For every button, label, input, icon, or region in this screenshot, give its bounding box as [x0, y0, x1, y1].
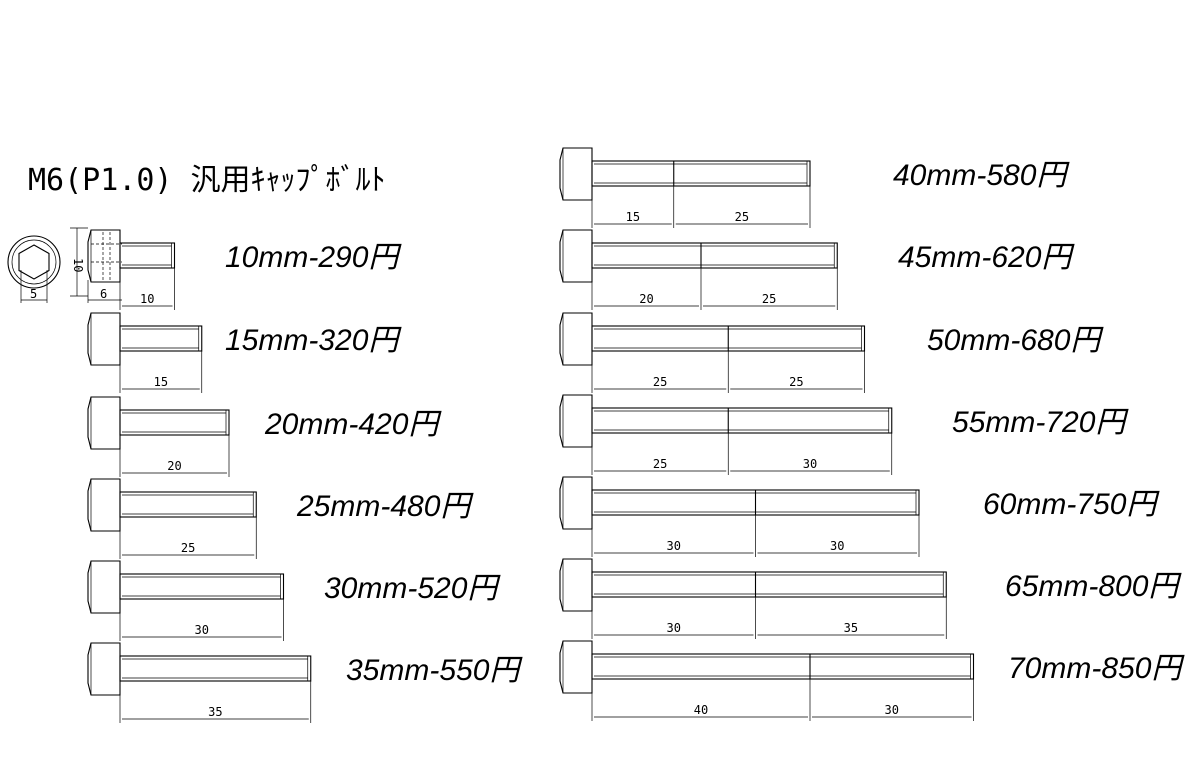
head-diameter-label: 10	[71, 258, 85, 272]
bolt-head	[87, 560, 121, 614]
dimension-label: 35	[208, 705, 222, 719]
bolt-shank	[119, 409, 230, 436]
bolt-11: 30 30 60mm-750円	[559, 476, 1160, 557]
bolt-5: 30 30mm-520円	[87, 560, 501, 641]
bolt-shank	[591, 160, 811, 187]
bolt-list: 10 10mm-290円 15 15mm-320円 20 20mm-420円 25 25mm-…	[87, 147, 1185, 723]
bolt-3: 20 20mm-420円	[87, 396, 442, 477]
bolt-head	[87, 312, 121, 366]
bolt-price-label: 10mm-290円	[225, 241, 402, 274]
bolt-1: 10 10mm-290円	[87, 229, 402, 310]
dimension-label: 25	[653, 457, 667, 471]
dimension-label: 30	[885, 703, 899, 717]
bolt-shank	[119, 325, 203, 352]
bolt-shank	[591, 653, 975, 680]
dimension-label: 30	[195, 623, 209, 637]
bolt-shank	[119, 573, 285, 600]
page-title: M6(P1.0) 汎用ｷｬｯﾌﾟﾎﾞﾙﾄ	[28, 163, 386, 198]
bolt-6: 35 35mm-550円	[87, 642, 523, 723]
dimension-label: 30	[830, 539, 844, 553]
bolt-9: 25 25 50mm-680円	[559, 312, 1104, 393]
bolt-7: 15 25 40mm-580円	[559, 147, 1070, 228]
bolt-price-label: 25mm-480円	[296, 490, 474, 523]
bolt-price-label: 65mm-800円	[1005, 570, 1182, 603]
bolt-head	[559, 312, 593, 366]
bolt-price-label: 60mm-750円	[983, 488, 1160, 521]
bolt-shank	[591, 407, 893, 434]
head-length-label: 6	[100, 287, 107, 301]
bolt-price-label: 40mm-580円	[893, 159, 1070, 192]
bolt-price-label: 70mm-850円	[1008, 652, 1185, 685]
bolt-price-label: 45mm-620円	[898, 241, 1075, 274]
bolt-price-label: 15mm-320円	[225, 324, 402, 357]
dimension-label: 10	[140, 292, 154, 306]
bolt-price-label: 35mm-550円	[346, 654, 523, 687]
dimension-label: 30	[667, 539, 681, 553]
dimension-label: 20	[167, 459, 181, 473]
bolt-head	[87, 396, 121, 450]
dimension-label: 40	[694, 703, 708, 717]
bolt-head	[559, 147, 593, 201]
head-side-detail: 10 6	[70, 227, 122, 303]
dimension-label: 20	[639, 292, 653, 306]
bolt-10: 25 30 55mm-720円	[559, 394, 1129, 475]
bolt-head	[559, 640, 593, 694]
bolt-head	[559, 229, 593, 283]
bolt-head	[87, 478, 121, 532]
dimension-label: 25	[181, 541, 195, 555]
dimension-label: 25	[762, 292, 776, 306]
bolt-price-label: 50mm-680円	[927, 324, 1104, 357]
dimension-label: 25	[735, 210, 749, 224]
bolt-price-label: 55mm-720円	[952, 406, 1129, 439]
bolt-shank	[119, 491, 257, 518]
bolt-head	[87, 642, 121, 696]
bolt-13: 40 30 70mm-850円	[559, 640, 1185, 721]
dimension-label: 15	[626, 210, 640, 224]
bolt-shank	[119, 242, 176, 269]
dimension-label: 30	[667, 621, 681, 635]
head-top-view: 5	[7, 235, 61, 303]
dimension-label: 25	[789, 375, 803, 389]
bolt-shank	[119, 655, 312, 682]
bolt-price-label: 20mm-420円	[264, 408, 442, 441]
dimension-label: 30	[803, 457, 817, 471]
bolt-head	[559, 394, 593, 448]
bolt-head	[559, 558, 593, 612]
bolt-head	[87, 229, 121, 283]
bolt-2: 15 15mm-320円	[87, 312, 402, 393]
bolt-shank	[591, 242, 838, 269]
bolt-price-label: 30mm-520円	[324, 572, 501, 605]
bolt-shank	[591, 571, 947, 598]
dimension-label: 15	[154, 375, 168, 389]
hex-size-label: 5	[30, 287, 37, 301]
bolt-4: 25 25mm-480円	[87, 478, 474, 559]
dimension-label: 35	[844, 621, 858, 635]
dimension-label: 25	[653, 375, 667, 389]
bolt-head	[559, 476, 593, 530]
bolt-12: 30 35 65mm-800円	[559, 558, 1182, 639]
bolt-8: 20 25 45mm-620円	[559, 229, 1075, 310]
